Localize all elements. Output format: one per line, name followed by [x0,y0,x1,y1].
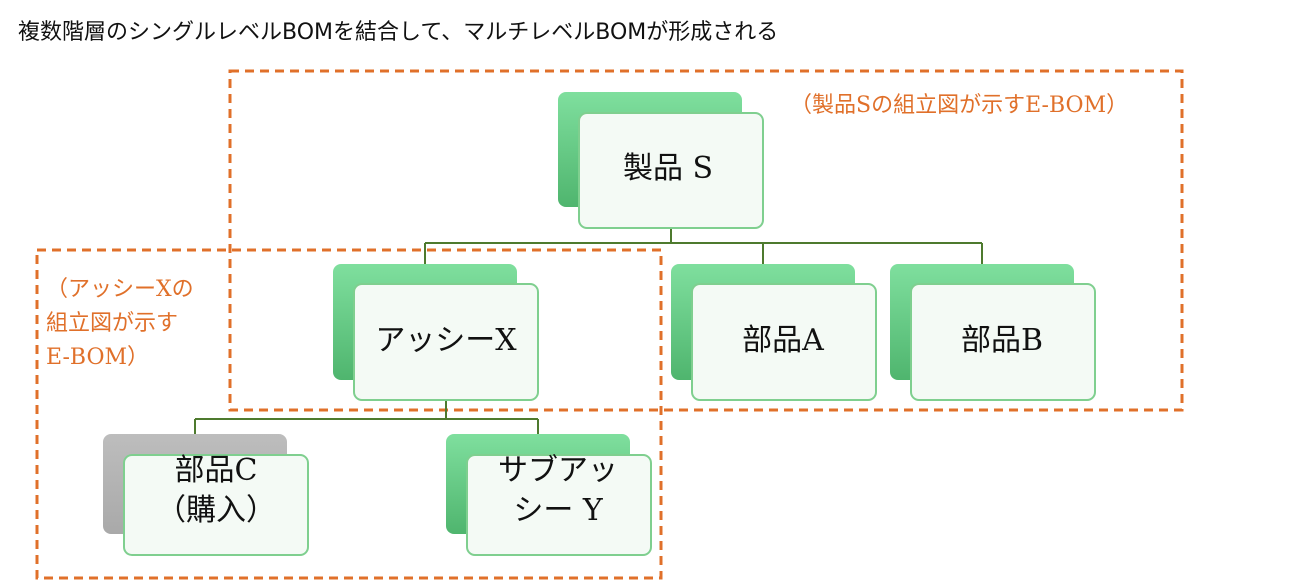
node-card-part-b [910,283,1096,401]
node-label-part-a-line-0: 部品A [742,323,824,358]
node-label-assy-x-line-0: アッシーX [375,323,517,358]
node-label-subassy-y-line-0: サブアッ [498,453,618,488]
node-product-s: 製品 S [558,92,764,229]
node-card-part-c [123,454,309,556]
node-label-part-c-line-1: （購入） [156,493,276,528]
node-label-part-b-line-0: 部品B [961,323,1043,358]
group-frames [35,69,1184,580]
node-card-part-a [691,283,877,401]
page-title: 複数階層のシングルレベルBOMを結合して、マルチレベルBOMが形成される [18,20,779,45]
group-label-assy-x-ebom-line-2: E-BOM） [46,345,149,370]
node-label-part-c-line-0: 部品C [175,453,258,488]
node-card-product-s [578,112,764,229]
node-card-assy-x [353,283,539,401]
group-label-assy-x-ebom-line-1: 組立図が示す [46,311,178,336]
node-label-product-s-line-0: 製品 S [623,151,713,186]
group-label-product-s-ebom-line-0: （製品Sの組立図が示すE-BOM） [790,93,1128,118]
group-label-assy-x-ebom-line-0: （アッシーXの [46,277,194,302]
node-assy-x: アッシーX [333,264,539,401]
tree-connectors [194,228,983,434]
node-label-subassy-y-line-1: シー Y [513,493,604,528]
group-frame-assy-x-ebom [35,248,663,580]
node-part-a: 部品A [671,264,877,401]
node-part-c: 部品C （購入） [103,434,309,556]
node-card-subassy-y [466,454,652,556]
node-part-b: 部品B [890,264,1096,401]
